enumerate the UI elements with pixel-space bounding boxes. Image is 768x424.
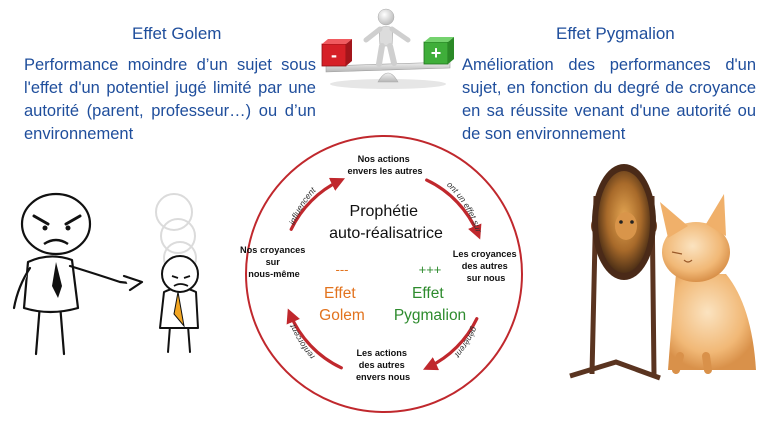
node-left: Nos croyances sur nous-même xyxy=(240,245,308,279)
arrow-label-bottom-left: renforcent xyxy=(287,323,316,362)
arrow-label-top-left: influencent xyxy=(287,185,318,226)
golem-cycle-label: Effet Golem xyxy=(319,285,365,324)
kitten-icon xyxy=(660,194,756,374)
node-top: Nos actions envers les autres xyxy=(347,154,422,176)
golem-description: Performance moindre d’un sujet sous l'ef… xyxy=(24,56,316,143)
pygmalion-cycle-label: Effet Pygmalion xyxy=(394,285,466,324)
arrow-label-top-right: ont un effet sur xyxy=(445,179,484,234)
golem-cartoon-illustration xyxy=(12,192,199,356)
golem-heading: Effet Golem xyxy=(132,24,222,43)
balance-illustration: - + xyxy=(321,8,454,89)
arrow-top-right xyxy=(425,178,482,240)
golem-marker: --- xyxy=(336,262,349,277)
pygmalion-description: Amélioration des performances d'un sujet… xyxy=(462,56,756,143)
arrow-bottom-right xyxy=(423,317,479,371)
minus-cube-icon: - xyxy=(321,39,352,67)
arrow-label-bottom-right: génèrent xyxy=(453,325,480,360)
self-fulfilling-prophecy-cycle: ont un effet sur génèrent renforcent inf… xyxy=(240,135,523,413)
plus-cube-icon: + xyxy=(423,37,454,65)
pygmalion-photo-illustration xyxy=(569,164,756,381)
minus-sign: - xyxy=(331,45,337,65)
cycle-center-title: Prophétie auto-réalisatrice xyxy=(329,203,443,242)
plus-sign: + xyxy=(431,43,442,63)
arrow-top-left xyxy=(289,177,345,231)
pygmalion-marker: +++ xyxy=(419,262,442,277)
pygmalion-heading: Effet Pygmalion xyxy=(556,24,675,43)
node-right: Les croyances des autres sur nous xyxy=(453,249,519,283)
arrow-bottom-left xyxy=(286,308,343,370)
cycle-outer-circle xyxy=(245,135,523,413)
node-bottom: Les actions des autres envers nous xyxy=(356,348,410,382)
